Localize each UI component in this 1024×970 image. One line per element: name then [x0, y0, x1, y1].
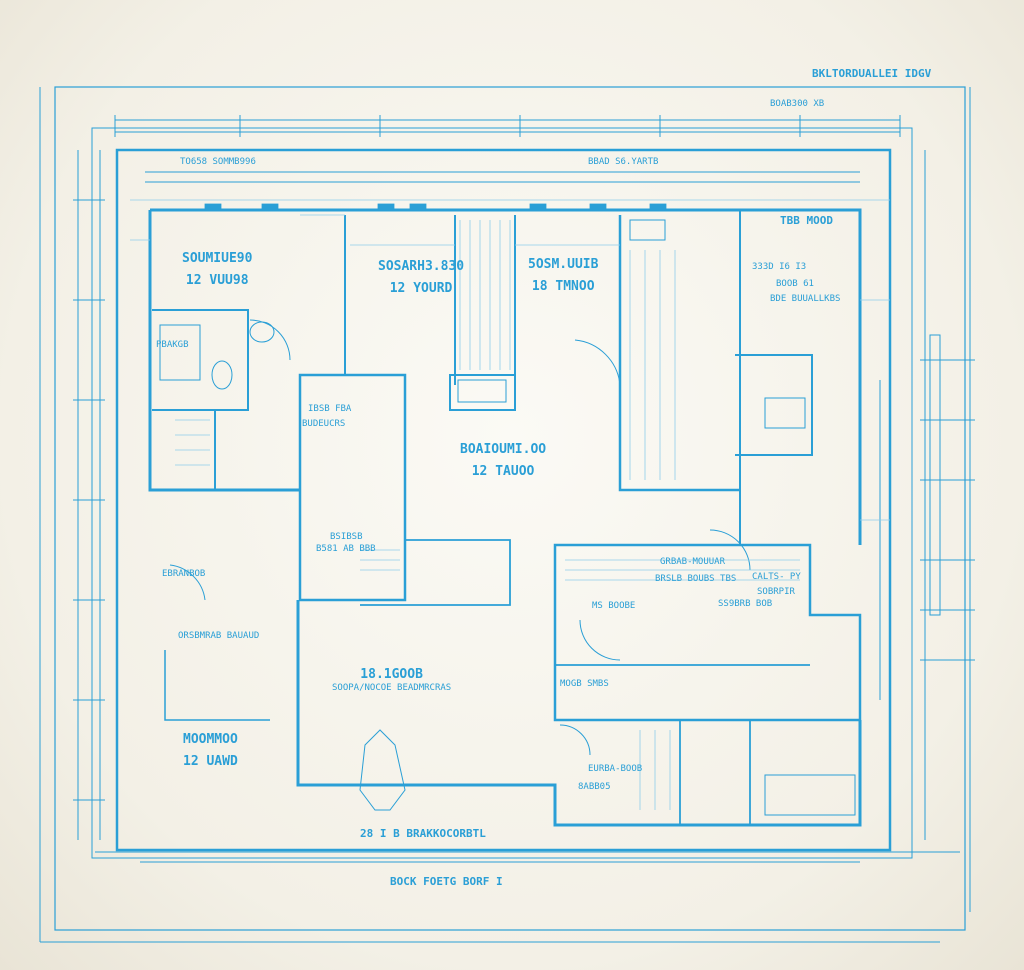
- room-label-6: 18.1GOOB SOOPA/NOCOE BEADMRCRAS: [332, 667, 452, 694]
- note-label-1: MOGB SMBS: [560, 679, 609, 689]
- title-code: BOAB300 XB: [770, 99, 825, 109]
- lower-left-label-2: ORSBMRAB BAUAUD: [178, 631, 260, 641]
- stair-label-1: BSIBSB: [330, 532, 363, 542]
- scale-note: 28 I B BRAKKOCORBTL: [360, 827, 486, 840]
- top-dim-label-2: BBAD S6.YARTB: [588, 157, 659, 167]
- bottom-caption: BOCK FOETG BORF I: [390, 875, 503, 888]
- room-5-name: MOOMMOO: [183, 732, 238, 747]
- fixtures: [159, 219, 856, 816]
- room-6-size: SOOPA/NOCOE BEADMRCRAS: [332, 683, 452, 694]
- note-label-3: 8ABB05: [578, 782, 611, 792]
- stair-label-2: B581 AB BBB: [316, 544, 376, 554]
- room-label-1: SOUMIUE90 12 VUU98: [182, 251, 253, 289]
- kitchen-label-1: GRBAB-MOUUAR: [660, 557, 726, 567]
- kitchen-label-3: MS BOOBE: [592, 601, 636, 611]
- side-label-2: 333D I6 I3: [752, 262, 807, 272]
- room-2-size: 12 YOURD: [389, 281, 453, 297]
- room-1-size: 12 VUU98: [185, 273, 249, 289]
- room-label-5: MOOMMOO 12 UAWD: [183, 732, 238, 770]
- room-5-size: 12 UAWD: [183, 754, 238, 770]
- mid-room-label-2: BUDEUCRS: [302, 419, 346, 429]
- kitchen-label-4: SS9BRB BOB: [718, 599, 773, 609]
- side-label-3: BOOB 61: [776, 279, 814, 289]
- room-label-2: SOSARH3.830 12 YOURD: [378, 259, 465, 297]
- kitchen-label-6: SOBRPIR: [757, 587, 795, 597]
- interior-hatch: [130, 199, 890, 810]
- room-label-4: BOAIOUMI.OO 12 TAUOO: [460, 442, 547, 480]
- room-4-name: BOAIOUMI.OO: [460, 442, 547, 457]
- room-1-name: SOUMIUE90: [182, 251, 253, 266]
- title-block-label: BKLTORDUALLEI IDGV: [812, 67, 932, 80]
- door-swings: [169, 319, 751, 756]
- side-label-1: TBB MOOD: [780, 214, 833, 227]
- side-label-4: BDE BUUALLKBS: [770, 294, 841, 304]
- dimension-ticks: [73, 115, 975, 801]
- room-3-size: 18 TMNOO: [531, 279, 595, 295]
- kitchen-label-2: BRSLB BOUBS TBS: [655, 574, 737, 584]
- bath-label: PBAKGB: [156, 340, 189, 350]
- room-4-size: 12 TAUOO: [471, 464, 535, 480]
- top-dim-label-1: TO658 SOMMB996: [180, 157, 256, 167]
- exterior-walls: [115, 148, 892, 852]
- room-6-name: 18.1GOOB: [360, 667, 423, 682]
- window-marks: [204, 203, 667, 211]
- lower-left-label-1: EBRANBOB: [162, 569, 206, 579]
- dimension-lines: [39, 86, 971, 943]
- mid-room-label-1: IBSB FBA: [308, 404, 352, 414]
- note-label-2: EURBA-BOOB: [588, 764, 643, 774]
- room-3-name: 5OSM.UUIB: [528, 257, 599, 272]
- room-2-name: SOSARH3.830: [378, 259, 465, 274]
- room-label-3: 5OSM.UUIB 18 TMNOO: [528, 257, 599, 295]
- kitchen-label-5: CALTS- PY: [752, 572, 801, 582]
